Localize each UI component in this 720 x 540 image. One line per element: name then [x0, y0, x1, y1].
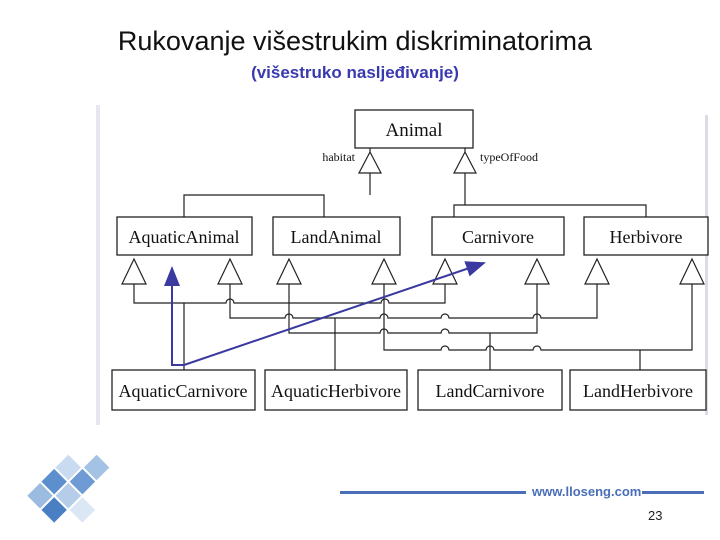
habitat-connector: [183, 194, 325, 217]
discriminator-typeoffood: typeOfFood: [480, 150, 538, 164]
class-aquaticanimal-label: AquaticAnimal: [129, 227, 240, 247]
class-landcarnivore-label: LandCarnivore: [436, 381, 545, 401]
right-decor-line: [705, 115, 708, 415]
class-aquaticcarnivore: AquaticCarnivore: [111, 369, 256, 411]
typeoffood-connector: [453, 204, 647, 217]
left-decor-line: [96, 105, 100, 425]
discriminator-habitat: habitat: [322, 150, 355, 164]
footer-line-left: [340, 491, 526, 494]
level1-triangles: [121, 257, 705, 285]
class-animal-label: Animal: [386, 120, 443, 141]
class-aquaticcarnivore-label: AquaticCarnivore: [119, 381, 248, 401]
class-landcarnivore: LandCarnivore: [417, 369, 563, 411]
footer-line-right: [642, 491, 704, 494]
annotation-arrows: [164, 261, 486, 366]
class-herbivore-label: Herbivore: [610, 227, 683, 247]
class-animal: Animal: [354, 109, 474, 149]
slide-subtitle: (višestruko nasljeđivanje): [251, 63, 459, 82]
generalization-triangle-habitat: [358, 148, 382, 195]
class-landanimal: LandAnimal: [272, 216, 401, 256]
class-carnivore: Carnivore: [431, 216, 565, 256]
corner-logo-icon: [27, 454, 110, 523]
class-landherbivore-label: LandHerbivore: [583, 381, 693, 401]
class-aquaticherbivore-label: AquaticHerbivore: [271, 381, 401, 401]
slide-title: Rukovanje višestrukim diskriminatorima: [117, 26, 593, 56]
class-aquaticherbivore: AquaticHerbivore: [264, 369, 408, 411]
class-herbivore: Herbivore: [583, 216, 709, 256]
inheritance-connectors: [133, 284, 693, 370]
class-aquaticanimal: AquaticAnimal: [116, 216, 253, 256]
class-landanimal-label: LandAnimal: [291, 227, 382, 247]
class-carnivore-label: Carnivore: [462, 227, 534, 247]
class-landherbivore: LandHerbivore: [569, 369, 707, 411]
page-number: 23: [648, 508, 663, 523]
generalization-triangle-typeoffood: [453, 148, 477, 205]
footer-url: www.lloseng.com: [532, 484, 642, 499]
